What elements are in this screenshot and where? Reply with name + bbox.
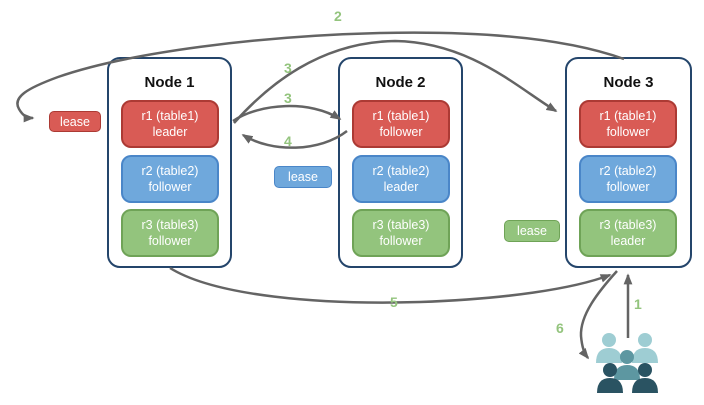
node-2-title: Node 2 xyxy=(375,74,426,91)
lease-tag-table1: lease xyxy=(49,111,101,132)
clients-people-icon xyxy=(596,333,658,393)
step-label-6: 6 xyxy=(556,320,564,336)
step-label-1: 1 xyxy=(634,296,642,312)
replica-role-label: follower xyxy=(148,234,192,248)
node-3: Node 3 r1 (table1) follower r2 (table2) … xyxy=(565,57,692,268)
replica-range-label: r1 (table1) xyxy=(372,108,430,123)
replica-role-label: follower xyxy=(379,125,423,139)
replica-role-label: follower xyxy=(606,125,650,139)
replica-range-label: r1 (table1) xyxy=(141,108,199,123)
replica-range-label: r2 (table2) xyxy=(372,163,430,178)
replica-role-label: follower xyxy=(148,180,192,194)
node1-replica-r2: r2 (table2) follower xyxy=(121,155,219,203)
replica-role-label: leader xyxy=(152,125,188,139)
node-1-title: Node 1 xyxy=(144,74,195,91)
arrow-6-leaseholder-to-client xyxy=(578,270,618,360)
replica-range-label: r3 (table3) xyxy=(372,217,430,232)
node1-replica-r3: r3 (table3) follower xyxy=(121,209,219,257)
node2-replica-r1: r1 (table1) follower xyxy=(352,100,450,148)
replica-range-label: r3 (table3) xyxy=(141,217,199,232)
lease-tag-table2: lease xyxy=(274,166,332,188)
replica-range-label: r3 (table3) xyxy=(599,217,657,232)
replica-range-label: r2 (table2) xyxy=(599,163,657,178)
step-label-3a: 3 xyxy=(284,60,292,76)
replica-range-label: r1 (table1) xyxy=(599,108,657,123)
node-2: Node 2 r1 (table1) follower r2 (table2) … xyxy=(338,57,463,268)
node-3-title: Node 3 xyxy=(603,74,654,91)
node2-replica-r3: r3 (table3) follower xyxy=(352,209,450,257)
node1-replica-r1: r1 (table1) leader xyxy=(121,100,219,148)
arrow-3-leader-to-node2 xyxy=(232,104,342,123)
step-label-2: 2 xyxy=(334,8,342,24)
replica-role-label: follower xyxy=(379,234,423,248)
node3-replica-r1: r1 (table1) follower xyxy=(579,100,677,148)
step-label-4: 4 xyxy=(284,133,292,149)
arrow-4-node2-to-leader xyxy=(241,130,348,149)
lease-tag-table3: lease xyxy=(504,220,560,242)
node2-replica-r2: r2 (table2) leader xyxy=(352,155,450,203)
replica-role-label: leader xyxy=(383,180,419,194)
node3-replica-r3: r3 (table3) leader xyxy=(579,209,677,257)
node3-replica-r2: r2 (table2) follower xyxy=(579,155,677,203)
step-label-5: 5 xyxy=(390,294,398,310)
step-label-3b: 3 xyxy=(284,90,292,106)
replica-role-label: leader xyxy=(610,234,646,248)
replica-range-label: r2 (table2) xyxy=(141,163,199,178)
replica-role-label: follower xyxy=(606,180,650,194)
node-1: Node 1 r1 (table1) leader r2 (table2) fo… xyxy=(107,57,232,268)
